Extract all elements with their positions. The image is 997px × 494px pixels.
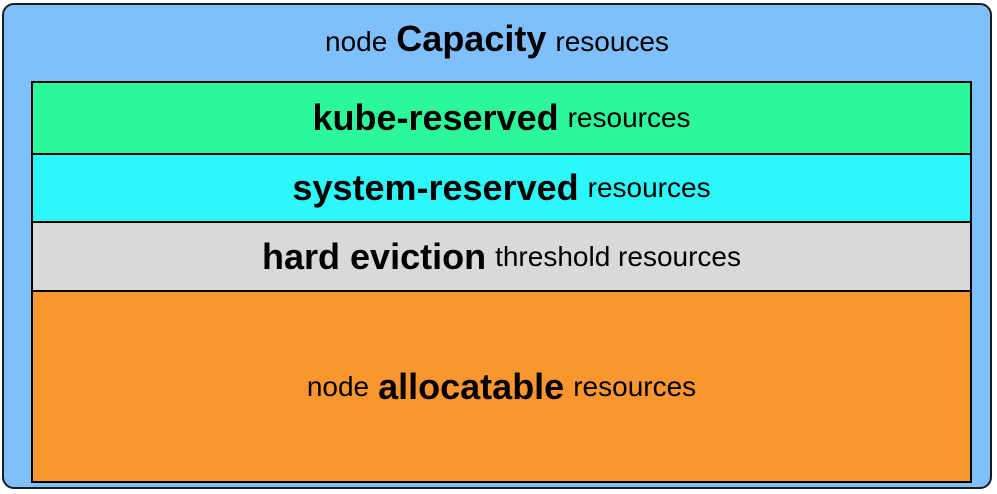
capacity-emphasis: Capacity: [396, 18, 547, 59]
allocatable-prefix: node: [306, 370, 370, 402]
capacity-suffix: resouces: [555, 26, 669, 57]
hard-eviction-suffix: threshold resources: [495, 240, 741, 272]
allocatable-suffix: resources: [573, 370, 697, 402]
capacity-title: node Capacity resouces: [4, 15, 990, 63]
system-reserved-layer: system-reserved resources: [33, 153, 970, 221]
capacity-prefix: node: [325, 26, 388, 57]
allocatable-emphasis: allocatable: [378, 365, 565, 407]
kube-reserved-layer: kube-reserved resources: [33, 83, 970, 153]
hard-eviction-emphasis: hard eviction: [262, 235, 487, 277]
kube-reserved-emphasis: kube-reserved: [312, 97, 559, 138]
node-capacity-box: node Capacity resouces kube-reserved resour…: [2, 3, 992, 489]
kube-reserved-suffix: resources: [567, 102, 691, 133]
resource-stack: kube-reserved resources system-reserved re…: [31, 81, 972, 483]
system-reserved-suffix: resources: [587, 172, 711, 203]
system-reserved-emphasis: system-reserved: [292, 167, 579, 208]
